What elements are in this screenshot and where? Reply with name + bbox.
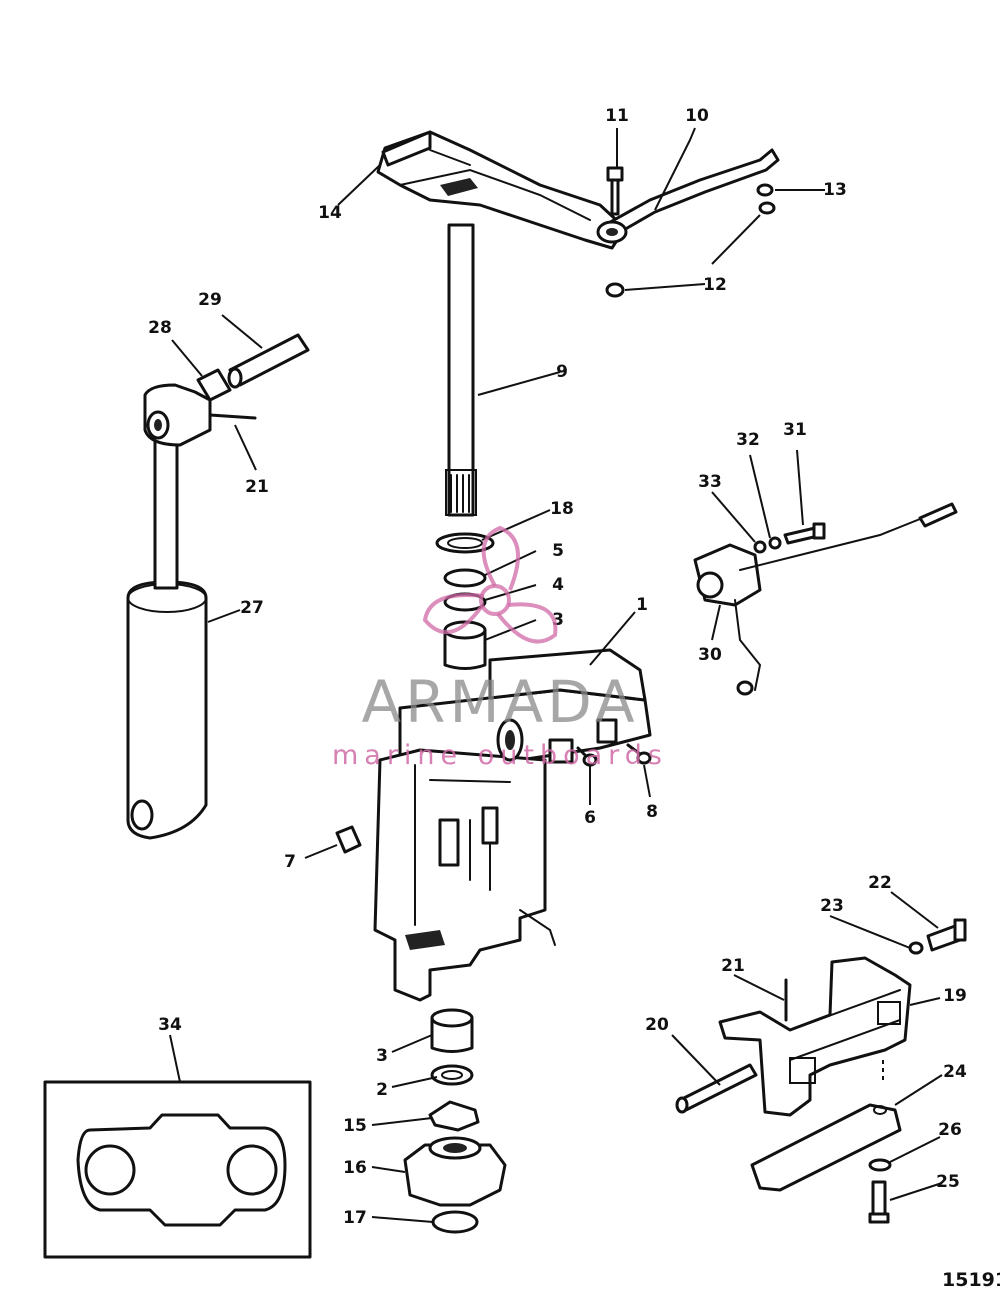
callout-10: 10 bbox=[685, 106, 709, 126]
callout-3-upper: 3 bbox=[552, 610, 564, 630]
callout-5: 5 bbox=[552, 541, 564, 561]
pin-21-upper bbox=[208, 413, 257, 420]
bolt-11 bbox=[606, 166, 624, 216]
washer-33 bbox=[753, 540, 767, 554]
callout-7: 7 bbox=[284, 852, 296, 872]
locknut-12 bbox=[605, 201, 776, 298]
bushing-3-lower bbox=[430, 1008, 474, 1053]
callout-21-upper: 21 bbox=[245, 477, 269, 497]
callout-20: 20 bbox=[645, 1015, 669, 1035]
callout-18: 18 bbox=[550, 499, 574, 519]
washer-13 bbox=[756, 183, 774, 197]
callout-19: 19 bbox=[943, 986, 967, 1006]
callout-14: 14 bbox=[318, 203, 342, 223]
callout-21-lower: 21 bbox=[721, 956, 745, 976]
screw-31 bbox=[783, 522, 826, 545]
plate-24 bbox=[750, 1103, 902, 1192]
callout-29: 29 bbox=[198, 290, 222, 310]
watermark: ARMADA marine outboards bbox=[332, 525, 668, 771]
bushing-28 bbox=[196, 368, 232, 402]
callout-32: 32 bbox=[736, 430, 760, 450]
seal-5 bbox=[443, 568, 487, 588]
bushing-3-upper bbox=[443, 620, 487, 670]
callout-34: 34 bbox=[158, 1015, 182, 1035]
callout-17: 17 bbox=[343, 1208, 367, 1228]
callout-22: 22 bbox=[868, 873, 892, 893]
callout-2: 2 bbox=[376, 1080, 388, 1100]
callout-28: 28 bbox=[148, 318, 172, 338]
callout-24: 24 bbox=[943, 1062, 967, 1082]
bushing-7 bbox=[335, 825, 362, 854]
callout-27: 27 bbox=[240, 598, 264, 618]
washer-26 bbox=[868, 1158, 892, 1172]
bolt-22 bbox=[926, 918, 967, 952]
callout-25: 25 bbox=[936, 1172, 960, 1192]
washer-23 bbox=[908, 941, 924, 955]
leader-lines bbox=[169, 127, 943, 1223]
callout-11: 11 bbox=[605, 106, 629, 126]
callout-8: 8 bbox=[646, 802, 658, 822]
diagram-id-number: 15191 bbox=[942, 1269, 1000, 1291]
steering-yoke-16 bbox=[403, 1136, 507, 1207]
watermark-propeller-icon bbox=[422, 525, 558, 644]
steering-cylinder bbox=[126, 383, 212, 840]
switch-30 bbox=[693, 502, 958, 696]
callout-16: 16 bbox=[343, 1158, 367, 1178]
retaining-ring-17 bbox=[431, 1210, 479, 1234]
callout-15: 15 bbox=[343, 1116, 367, 1136]
callout-9: 9 bbox=[556, 362, 568, 382]
callout-26: 26 bbox=[938, 1120, 962, 1140]
callout-6: 6 bbox=[584, 808, 596, 828]
washer-15 bbox=[428, 1100, 480, 1132]
callout-13: 13 bbox=[823, 180, 847, 200]
lockwasher-32 bbox=[768, 536, 782, 550]
callout-30: 30 bbox=[698, 645, 722, 665]
clamp-bracket-19 bbox=[718, 956, 912, 1117]
pin-29 bbox=[227, 333, 310, 389]
steering-link-rod bbox=[596, 148, 780, 244]
callout-12: 12 bbox=[703, 275, 727, 295]
swivel-bracket bbox=[373, 648, 652, 1002]
steering-shaft bbox=[445, 223, 477, 517]
thrust-washer-18 bbox=[435, 532, 495, 554]
callout-3-lower: 3 bbox=[376, 1046, 388, 1066]
callout-1: 1 bbox=[636, 595, 648, 615]
steering-arm bbox=[376, 130, 627, 250]
callout-labels: 1 2 3 3 4 5 6 7 8 9 10 11 12 13 14 15 16… bbox=[148, 106, 967, 1228]
callout-4: 4 bbox=[552, 575, 564, 595]
screw-8 bbox=[626, 743, 652, 765]
callout-23: 23 bbox=[820, 896, 844, 916]
watermark-tagline: marine outboards bbox=[332, 740, 668, 771]
watermark-brand: ARMADA bbox=[361, 668, 638, 736]
callout-33: 33 bbox=[698, 472, 722, 492]
bolt-25 bbox=[868, 1180, 890, 1224]
callout-31: 31 bbox=[783, 420, 807, 440]
pin-20 bbox=[675, 1063, 758, 1114]
gasket-34-inset bbox=[43, 1080, 312, 1259]
seal-2 bbox=[430, 1064, 474, 1086]
